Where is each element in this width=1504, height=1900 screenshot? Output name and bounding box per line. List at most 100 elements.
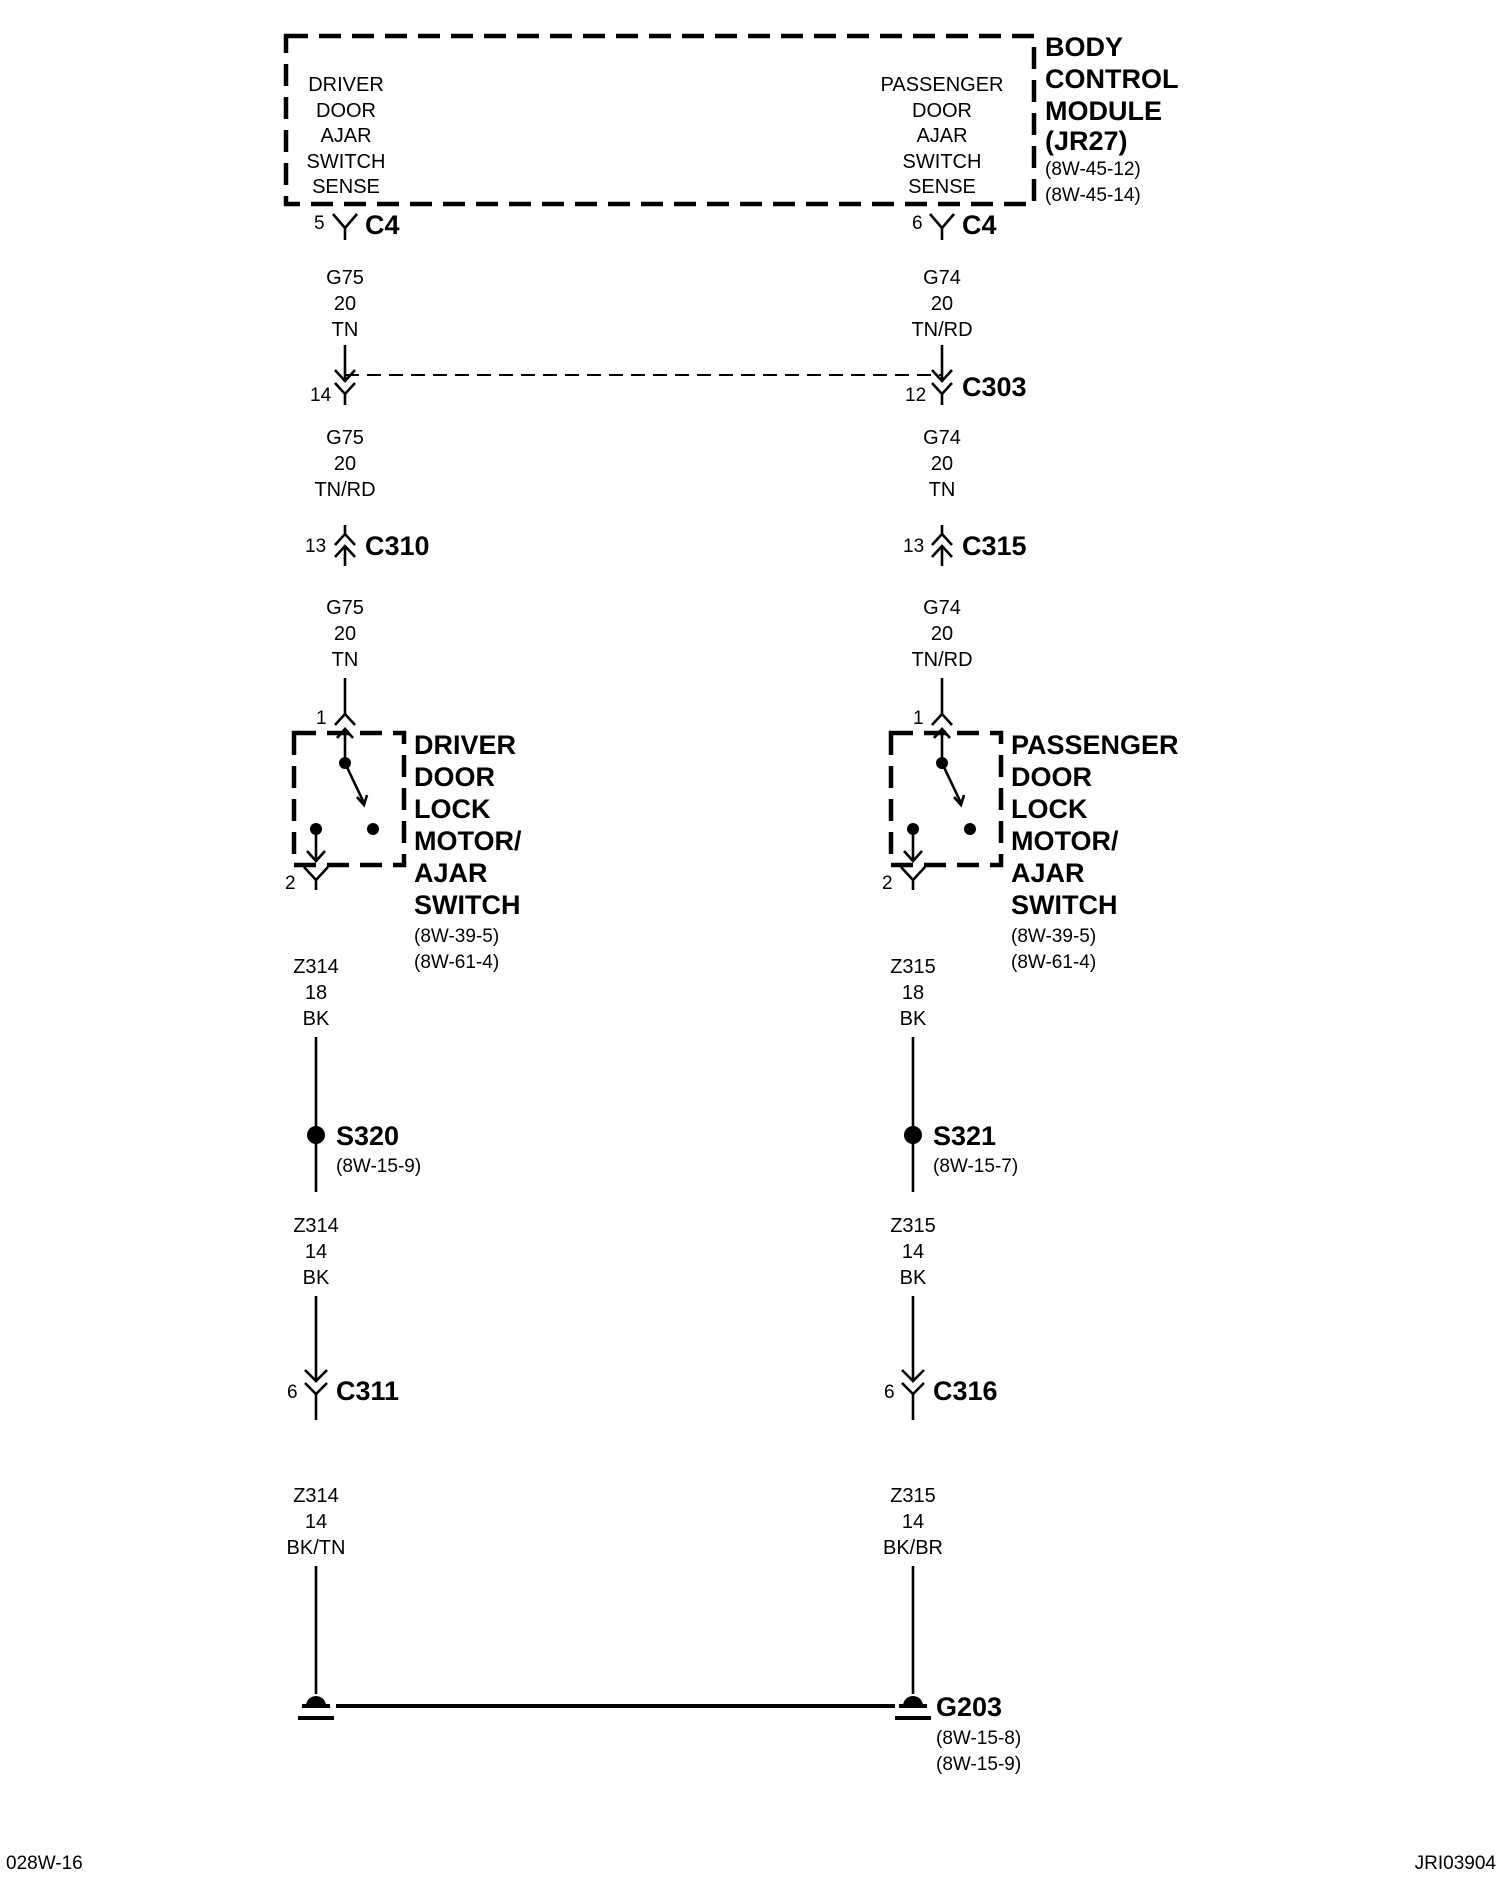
svg-text:G75: G75 [326, 267, 364, 289]
splice-s320: S320 (8W-15-9) [307, 1121, 421, 1177]
module-outline [283, 33, 1037, 207]
wire-label-l5: Z314 14 BK [293, 1215, 339, 1289]
svg-text:G203: G203 [936, 1692, 1002, 1722]
driver-switch-title: DRIVER DOOR LOCK MOTOR/ AJAR SWITCH (8W-… [414, 730, 522, 973]
driver-pin-label-3: AJAR [320, 125, 371, 147]
svg-text:(8W-39-5): (8W-39-5) [1011, 926, 1096, 947]
svg-text:Z314: Z314 [293, 1215, 339, 1237]
svg-text:20: 20 [334, 453, 356, 475]
module-title-line-2: CONTROL [1045, 64, 1178, 94]
svg-text:Z315: Z315 [890, 1485, 936, 1507]
wire-label-l4: Z314 18 BK [293, 956, 339, 1030]
connector-c316: 6 C316 [884, 1369, 998, 1420]
svg-text:18: 18 [305, 982, 327, 1004]
wire-label-r1: G74 20 TN/RD [911, 267, 972, 341]
svg-text:14: 14 [902, 1511, 924, 1533]
module-title-line-1: BODY [1045, 32, 1123, 62]
svg-text:LOCK: LOCK [414, 794, 491, 824]
svg-text:20: 20 [931, 623, 953, 645]
svg-text:Z315: Z315 [890, 1215, 936, 1237]
svg-text:C310: C310 [365, 531, 430, 561]
wire-label-r4: Z315 18 BK [890, 956, 936, 1030]
svg-text:14: 14 [305, 1511, 327, 1533]
passenger-door-ajar-switch: 1 2 [882, 708, 1004, 894]
driver-pin-label-1: DRIVER [308, 74, 384, 96]
svg-text:BK: BK [303, 1008, 330, 1030]
wire-label-r6: Z315 14 BK/BR [883, 1485, 943, 1559]
splice-s321: S321 (8W-15-7) [904, 1121, 1018, 1177]
footer-right-code: JRI03904 [1415, 1853, 1497, 1874]
wire-label-l2: G75 20 TN/RD [314, 427, 375, 501]
passenger-pin-label-3: AJAR [916, 125, 967, 147]
svg-text:2: 2 [882, 873, 893, 894]
connector-c4-right: 6 C4 [912, 210, 997, 240]
svg-text:TN: TN [332, 649, 359, 671]
svg-text:Z314: Z314 [293, 1485, 339, 1507]
svg-text:C316: C316 [933, 1376, 998, 1406]
ground-symbol-left [298, 1696, 334, 1720]
wire-label-l6: Z314 14 BK/TN [287, 1485, 346, 1559]
connector-c311: 6 C311 [287, 1369, 399, 1420]
svg-text:SWITCH: SWITCH [1011, 890, 1117, 920]
svg-text:DOOR: DOOR [1011, 762, 1092, 792]
svg-text:S320: S320 [336, 1121, 399, 1151]
driver-pin-label-4: SWITCH [307, 151, 386, 173]
driver-pin-label-2: DOOR [316, 100, 376, 122]
svg-text:BK: BK [303, 1267, 330, 1289]
svg-text:C311: C311 [336, 1376, 399, 1406]
svg-text:20: 20 [931, 453, 953, 475]
wire-label-r3: G74 20 TN/RD [911, 597, 972, 671]
svg-text:(8W-15-7): (8W-15-7) [933, 1156, 1018, 1177]
svg-text:20: 20 [334, 293, 356, 315]
svg-text:(8W-61-4): (8W-61-4) [1011, 952, 1096, 973]
svg-text:C4: C4 [365, 210, 400, 240]
svg-text:TN/RD: TN/RD [911, 319, 972, 341]
svg-text:6: 6 [287, 1382, 298, 1403]
svg-text:C4: C4 [962, 210, 997, 240]
passenger-pin-label-1: PASSENGER [881, 74, 1004, 96]
footer-left-code: 028W-16 [6, 1853, 83, 1874]
module-ref-1: (8W-45-12) [1045, 159, 1141, 180]
svg-text:AJAR: AJAR [1011, 858, 1085, 888]
svg-text:14: 14 [310, 385, 332, 406]
svg-text:Z314: Z314 [293, 956, 339, 978]
module-title-line-4: (JR27) [1045, 126, 1128, 156]
svg-text:TN: TN [332, 319, 359, 341]
svg-text:DRIVER: DRIVER [414, 730, 516, 760]
svg-text:LOCK: LOCK [1011, 794, 1088, 824]
svg-text:G75: G75 [326, 597, 364, 619]
driver-circuit: 5 C4 G75 20 TN 14 G75 20 TN/RD 13 [285, 210, 522, 1720]
svg-text:(8W-61-4): (8W-61-4) [414, 952, 499, 973]
svg-text:1: 1 [913, 708, 924, 729]
svg-text:2: 2 [285, 873, 296, 894]
passenger-circuit: 6 C4 G74 20 TN/RD 12 C303 G74 20 TN 13 [882, 210, 1179, 1720]
passenger-pin-label-5: SENSE [908, 176, 976, 198]
svg-text:1: 1 [316, 708, 327, 729]
svg-text:MOTOR/: MOTOR/ [1011, 826, 1119, 856]
svg-text:C303: C303 [962, 372, 1027, 402]
connector-c4-left: 5 C4 [314, 210, 400, 240]
svg-text:14: 14 [305, 1241, 327, 1263]
svg-text:G74: G74 [923, 267, 961, 289]
svg-text:20: 20 [931, 293, 953, 315]
svg-text:TN/RD: TN/RD [314, 479, 375, 501]
svg-text:BK/BR: BK/BR [883, 1537, 943, 1559]
svg-text:TN/RD: TN/RD [911, 649, 972, 671]
svg-text:(8W-15-8): (8W-15-8) [936, 1728, 1021, 1749]
svg-text:(8W-15-9): (8W-15-9) [936, 1754, 1021, 1775]
svg-text:AJAR: AJAR [414, 858, 488, 888]
passenger-pin-label-4: SWITCH [903, 151, 982, 173]
ground-g203: G203 (8W-15-8) (8W-15-9) [936, 1692, 1021, 1775]
svg-text:13: 13 [903, 536, 924, 557]
body-control-module: BODY CONTROL MODULE (JR27) (8W-45-12) (8… [283, 32, 1178, 207]
svg-text:MOTOR/: MOTOR/ [414, 826, 522, 856]
wire-label-l3: G75 20 TN [326, 597, 364, 671]
driver-door-ajar-switch: 1 2 [285, 708, 407, 894]
svg-text:14: 14 [902, 1241, 924, 1263]
svg-text:Z315: Z315 [890, 956, 936, 978]
svg-text:12: 12 [905, 385, 926, 406]
svg-text:BK: BK [900, 1267, 927, 1289]
svg-text:C315: C315 [962, 531, 1027, 561]
svg-text:PASSENGER: PASSENGER [1011, 730, 1179, 760]
